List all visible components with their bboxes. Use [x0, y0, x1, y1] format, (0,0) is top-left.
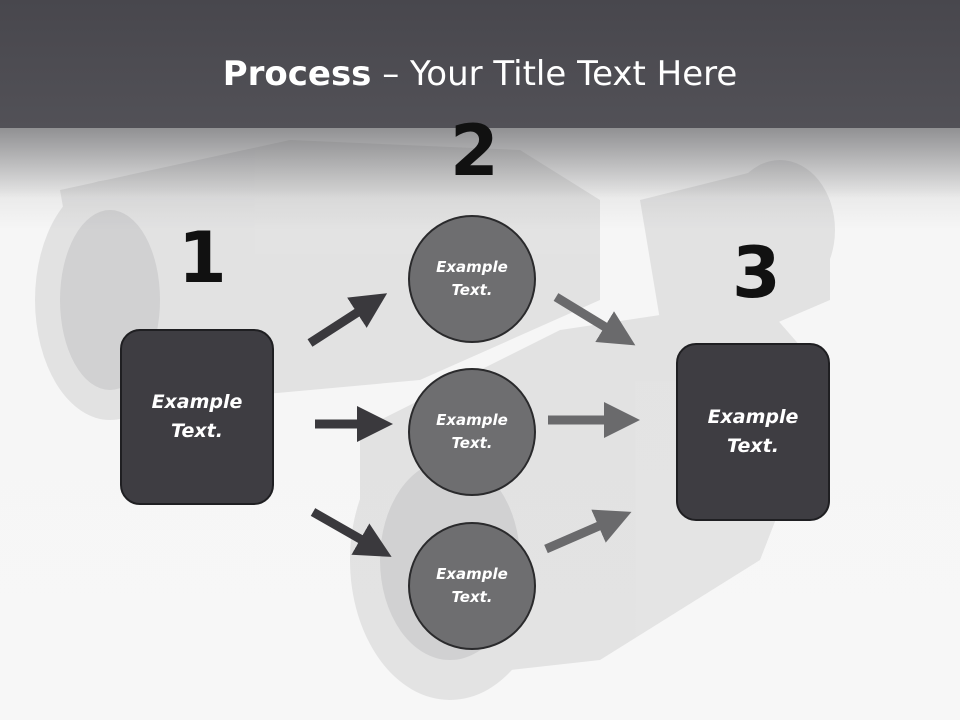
step-2-text-bottom: Example Text.: [436, 565, 508, 606]
step-2-circle-top: Example Text.: [408, 215, 536, 343]
step-2-text-middle: Example Text.: [436, 411, 508, 452]
step-1-text: Example Text.: [151, 391, 243, 442]
step-3-box: Example Text.: [676, 343, 830, 521]
step-2-text-top: Example Text.: [436, 258, 508, 299]
slide-title: Process – Your Title Text Here: [0, 52, 960, 96]
step-1-box: Example Text.: [120, 329, 274, 505]
arrow-1-to-2a: [307, 293, 388, 347]
step-2-circle-bottom: Example Text.: [408, 522, 536, 650]
title-rest: – Your Title Text Here: [371, 54, 738, 94]
arrow-2a-to-3: [553, 293, 636, 346]
step-3-text: Example Text.: [707, 406, 799, 457]
header-shadow: [0, 128, 960, 198]
title-bold: Process: [222, 54, 372, 94]
step-number-3: 3: [732, 232, 781, 314]
header-bar: [0, 0, 960, 128]
step-2-circle-middle: Example Text.: [408, 368, 536, 496]
arrow-2c-to-3: [544, 509, 632, 554]
step-number-2: 2: [450, 110, 499, 192]
arrow-1-to-2c: [310, 508, 392, 557]
step-number-1: 1: [178, 217, 227, 299]
